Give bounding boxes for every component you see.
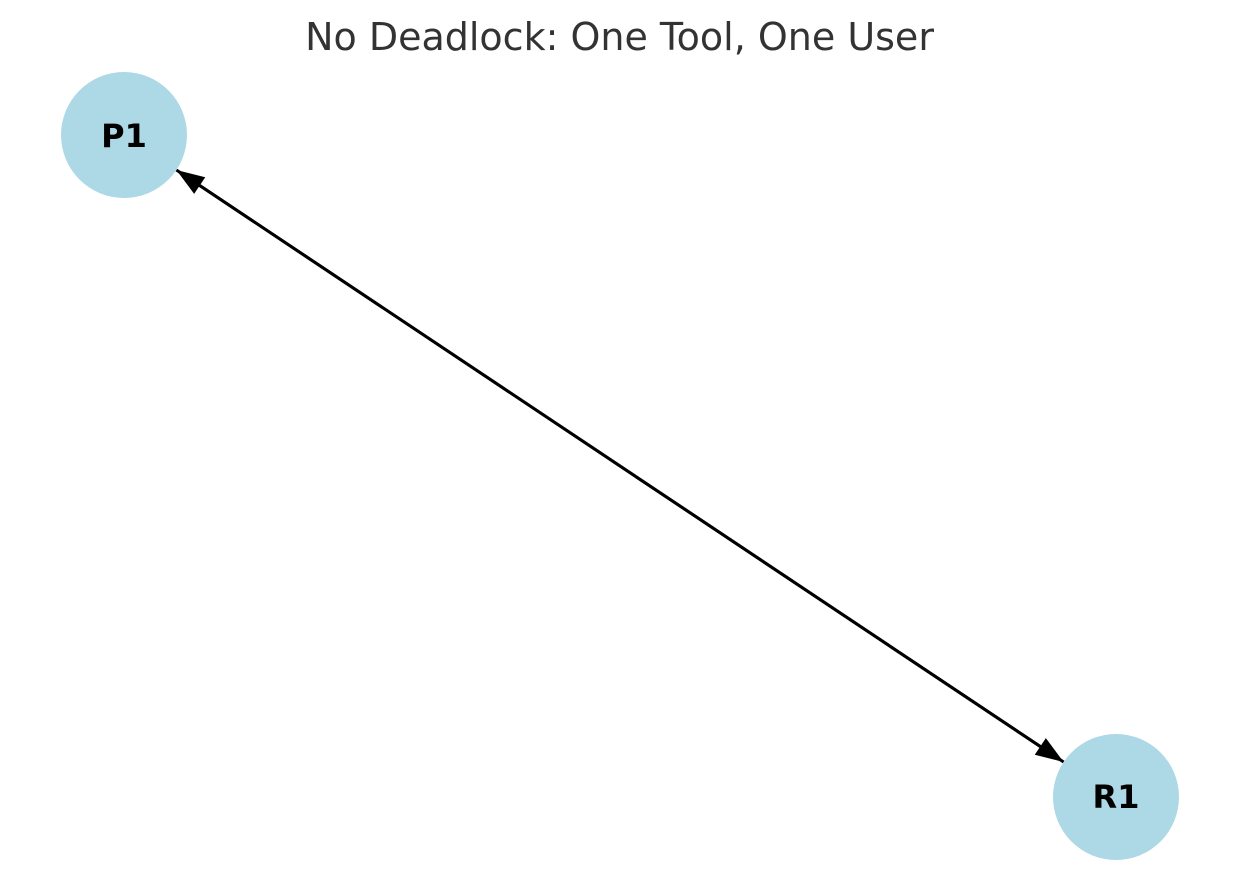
diagram-title: No Deadlock: One Tool, One User (305, 15, 934, 59)
edge-r1-to-p1 (195, 182, 1065, 764)
arrowhead-p1 (176, 169, 206, 194)
node-r1-circle[interactable] (1053, 734, 1179, 860)
node-p1[interactable]: P1 (61, 72, 187, 198)
node-r1-label: R1 (1093, 778, 1140, 816)
edges-layer (175, 168, 1065, 764)
node-p1-label: P1 (101, 117, 147, 155)
node-p1-circle[interactable] (61, 72, 187, 198)
nodes-layer: P1 R1 (61, 72, 1179, 860)
node-r1[interactable]: R1 (1053, 734, 1179, 860)
